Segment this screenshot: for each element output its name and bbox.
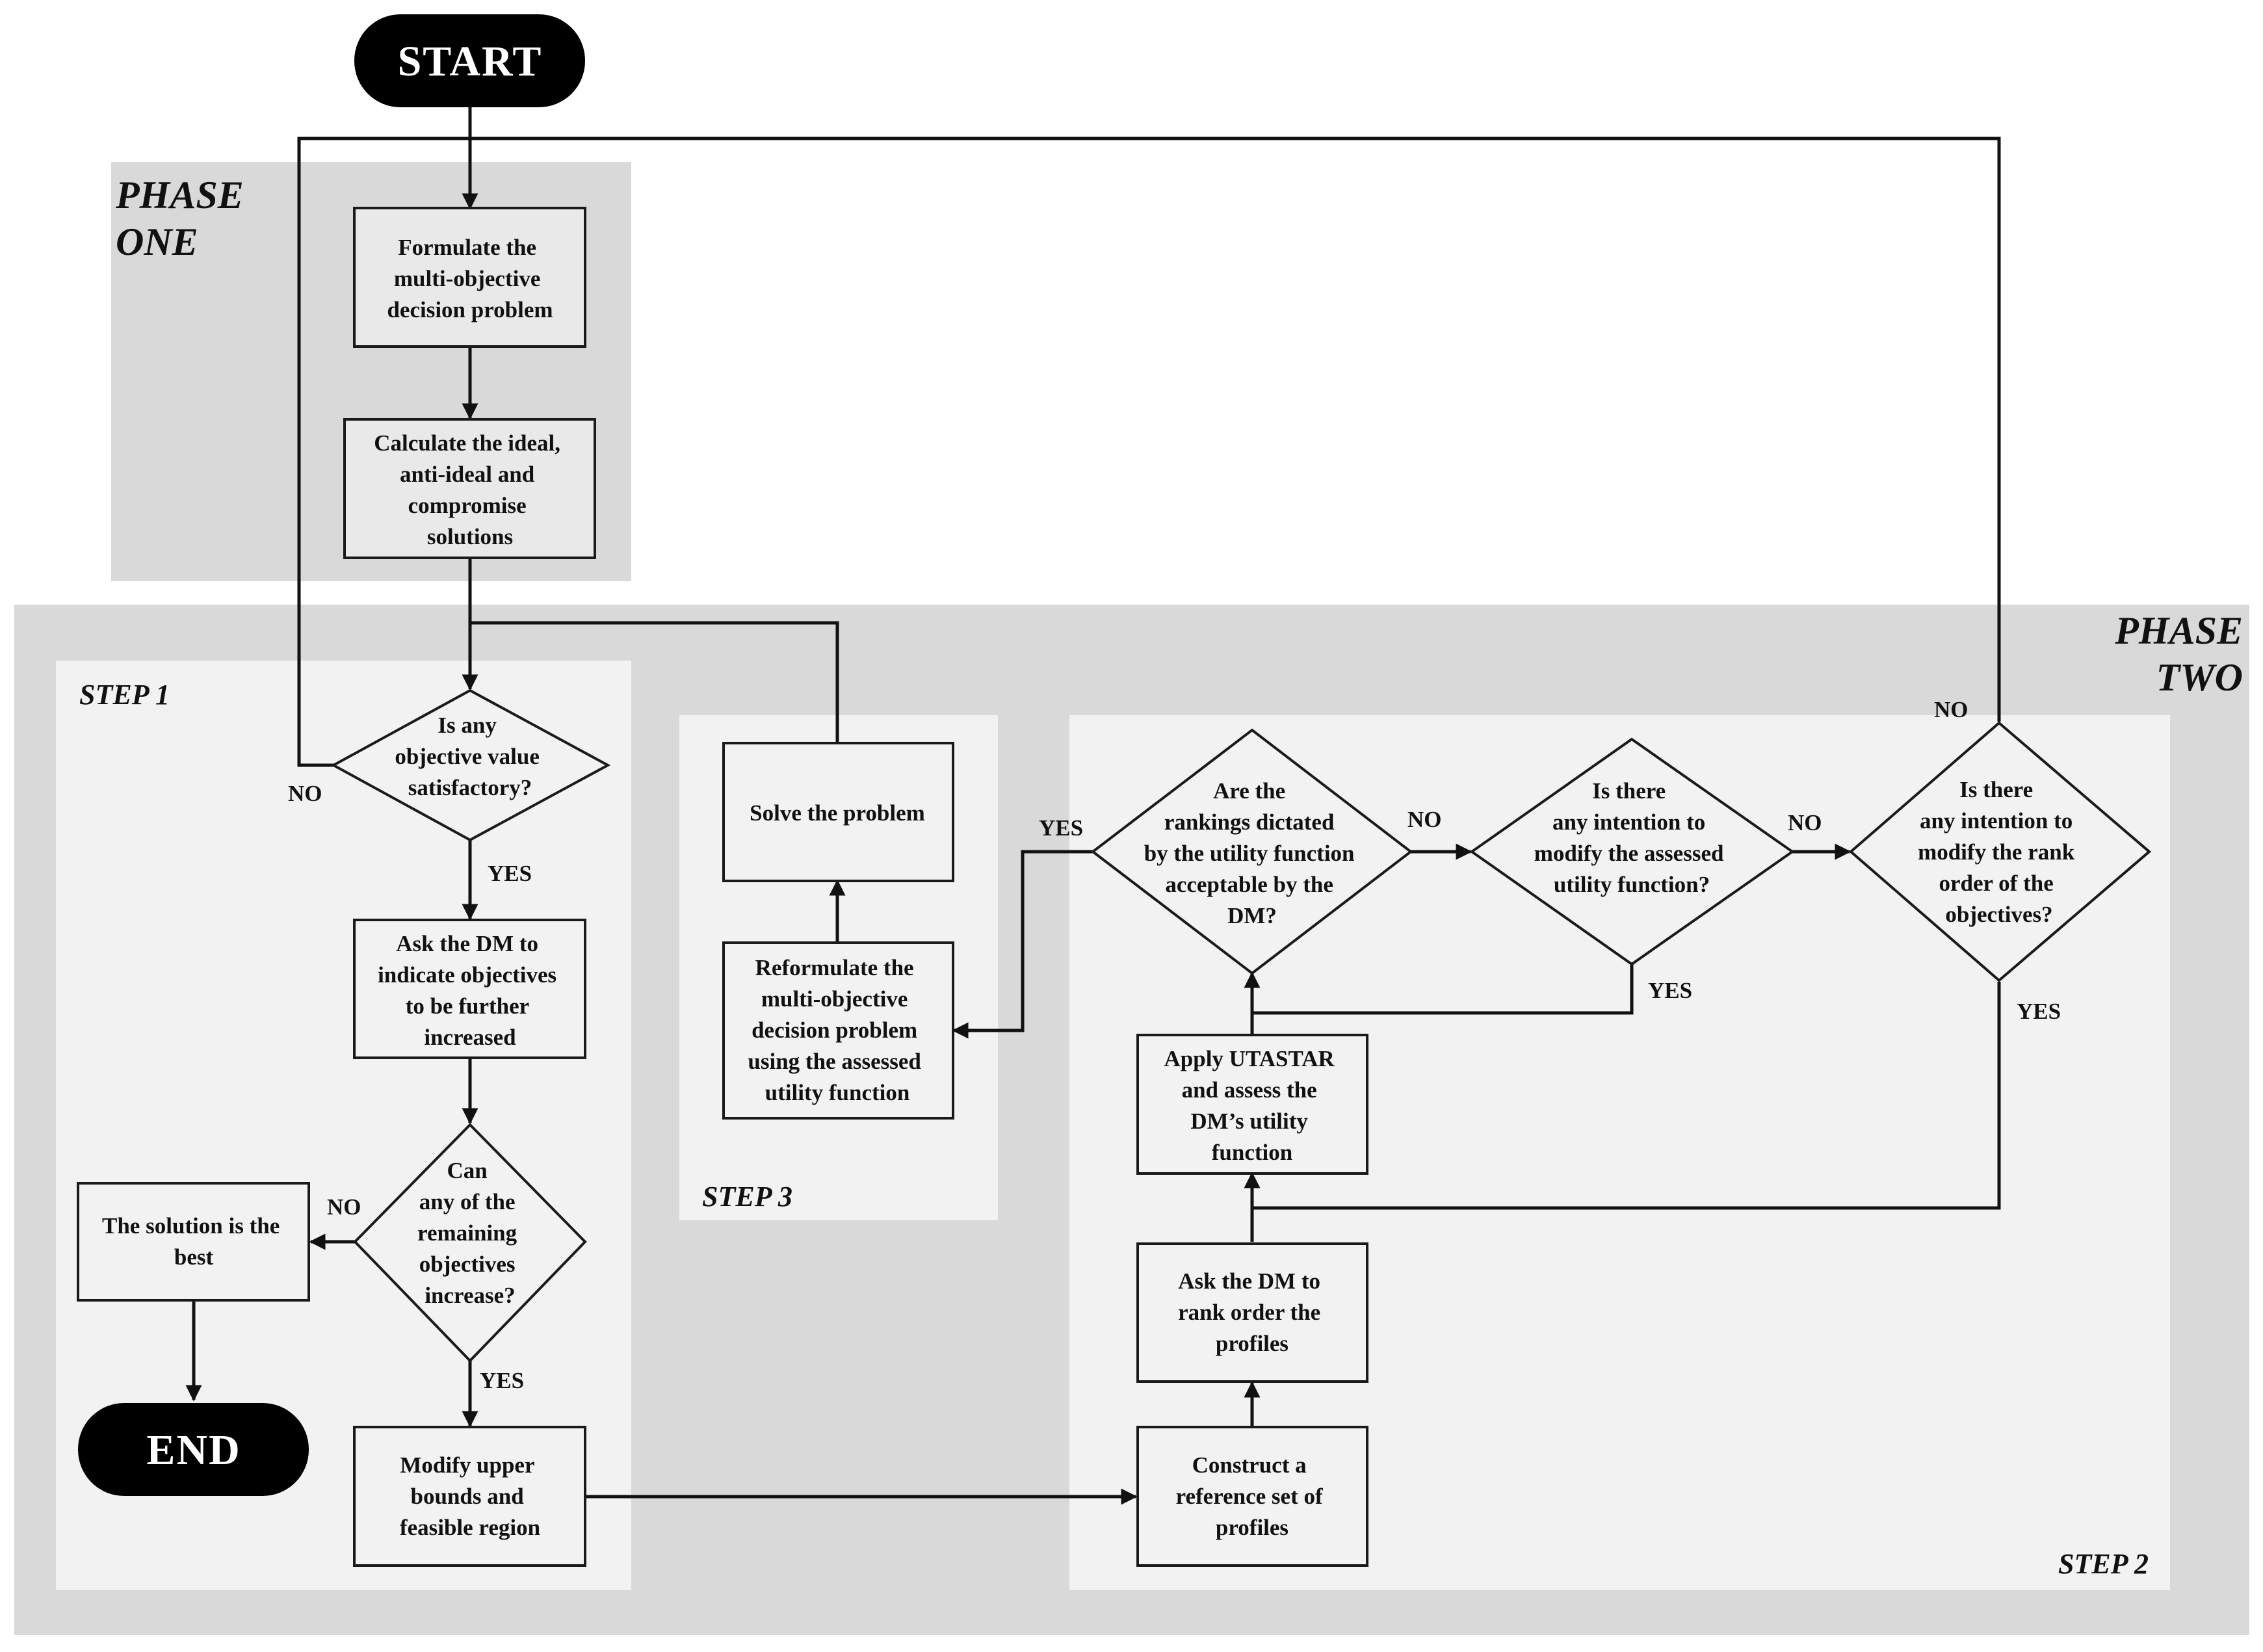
node-solve: Solve the problem [722, 742, 954, 882]
edge-label-no-increase: NO [327, 1194, 361, 1220]
edge-label-yes-rankings: YES [1039, 815, 1083, 841]
edge-label-yes-rank: YES [2017, 999, 2061, 1024]
edge-label-yes-satisfactory: YES [488, 861, 532, 886]
svg-text:Can any of the rem: Can any of the remaining objectives incr… [417, 1158, 523, 1308]
step2-label: STEP 2 [2058, 1548, 2149, 1580]
svg-text:Ask the DM to rank order: Ask the DM to rank order the profiles [1178, 1268, 1326, 1356]
svg-text:Ask the DM to indicate o: Ask the DM to indicate objectives to be … [378, 931, 562, 1050]
svg-text:Is there any intention t: Is there any intention to modify the ran… [1918, 777, 2080, 927]
edge-label-no-satisfactory: NO [288, 781, 322, 806]
edge-label-yes-utility: YES [1648, 978, 1692, 1003]
svg-text:Formulate the multi-obje: Formulate the multi-objective decision p… [387, 235, 553, 322]
node-formulate: Formulate the multi-objective decision p… [353, 207, 586, 348]
edge-label-no-rank: NO [1934, 697, 1969, 722]
end-terminal: END [78, 1403, 309, 1496]
svg-text:The solution is the best: The solution is the best [102, 1213, 285, 1270]
phase-two-label-line1: PHASE [2114, 609, 2243, 652]
node-ask-rank: Ask the DM to rank order the profiles [1136, 1242, 1368, 1383]
decision-modify-rank: Is there any intention to modify the ran… [1848, 721, 2152, 982]
node-construct: Construct a reference set of profiles [1136, 1426, 1368, 1567]
svg-text:END: END [146, 1426, 241, 1474]
node-modify-bounds: Modify upper bounds and feasible region [353, 1426, 586, 1567]
svg-text:Are the rankings dictate: Are the rankings dictated by the utility… [1144, 778, 1361, 928]
decision-modify-utility: Is there any intention to modify the ass… [1469, 737, 1795, 966]
step3-label: STEP 3 [702, 1181, 792, 1213]
svg-text:Construct a reference se: Construct a reference set of profiles [1176, 1452, 1329, 1540]
edge-label-no-rankings: NO [1407, 807, 1442, 832]
step1-label: STEP 1 [79, 679, 170, 711]
svg-text:Is there any intention t: Is there any intention to modify the ass… [1534, 778, 1729, 897]
phase-one-label-line1: PHASE [115, 174, 244, 216]
connectors [185, 107, 2001, 1505]
edge-label-no-utility: NO [1788, 810, 1822, 835]
svg-text:Solve the problem: Solve the problem [750, 800, 925, 826]
svg-text:Is any objective value: Is any objective value satisfactory? [395, 713, 545, 800]
svg-text:Calculate the ideal, ant: Calculate the ideal, anti-ideal and comp… [374, 430, 566, 549]
node-ask-indicate: Ask the DM to indicate objectives to be … [353, 919, 586, 1059]
decision-satisfactory: Is any objective value satisfactory? [330, 688, 611, 842]
svg-text:Modify upper bounds and: Modify upper bounds and feasible region [400, 1452, 540, 1540]
phase-one-label-line2: ONE [116, 220, 198, 263]
svg-text:Reformulate the multi-ob: Reformulate the multi-objective decision… [748, 955, 926, 1105]
node-reformulate: Reformulate the multi-objective decision… [722, 941, 954, 1120]
svg-text:START: START [398, 38, 543, 85]
node-apply-utastar: Apply UTASTAR and assess the DM’s utilit… [1136, 1034, 1368, 1175]
decision-can-increase: Can any of the remaining objectives incr… [353, 1123, 587, 1363]
node-solution-best: The solution is the best [77, 1182, 310, 1302]
edge-label-yes-increase: YES [480, 1368, 524, 1393]
decision-rankings-acceptable: Are the rankings dictated by the utility… [1090, 728, 1413, 975]
start-terminal: START [354, 14, 585, 107]
svg-text:Apply UTASTAR and assess: Apply UTASTAR and assess the DM’s utilit… [1164, 1046, 1341, 1165]
node-calculate: Calculate the ideal, anti-ideal and comp… [343, 418, 596, 559]
phase-two-label-line2: TWO [2156, 656, 2243, 699]
